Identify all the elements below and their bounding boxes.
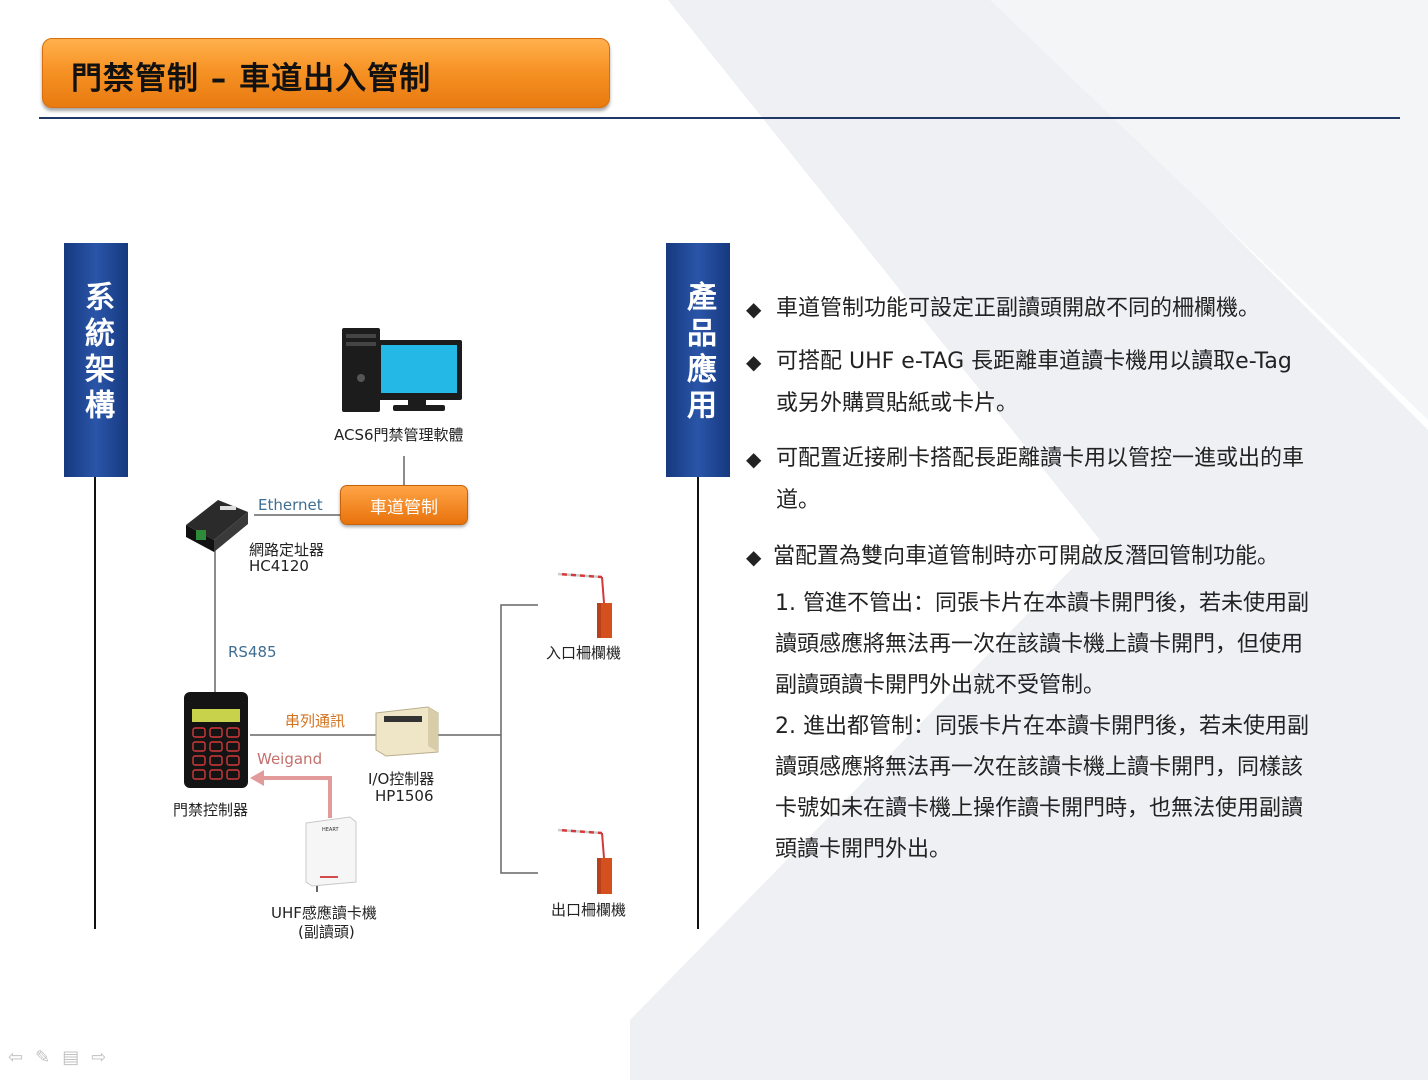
bullet-text: 當配置為雙向車道管制時亦可開啟反潛回管制功能。: [773, 544, 1280, 569]
entry-gate-label: 入口柵欄機: [546, 644, 622, 662]
right-section-line: [697, 477, 699, 929]
io-controller-icon: [375, 706, 439, 757]
bullet-text: 或另外購買貼紙或卡片。: [776, 391, 1019, 416]
title-banner: 門禁管制 – 車道出入管制: [42, 38, 610, 108]
tab-system-architecture: 系統架構: [64, 243, 128, 477]
connection-lines: [214, 456, 538, 874]
weigand-arrow: [250, 770, 332, 818]
access-controller-icon: [184, 692, 248, 788]
menu-icon[interactable]: ▤: [62, 1047, 80, 1068]
road-control-button: 車道管制: [340, 485, 468, 525]
sub-text: 卡號如未在讀卡機上操作讀卡開門時，也無法使用副讀: [775, 796, 1304, 821]
access-controller-label: 門禁控制器: [173, 801, 249, 819]
entry-gate-icon: [557, 572, 612, 638]
diamond-bullet-icon: ◆: [746, 350, 762, 374]
bullet-text: 可配置近接刷卡搭配長距離讀卡用以管控一進或出的車: [776, 446, 1305, 471]
sub-item-1: 1. 管進不管出：同張卡片在本讀卡開門後，若未使用副 讀頭感應將無法再一次在該讀…: [775, 583, 1365, 706]
bullet-item-2: ◆ 可搭配 UHF e-TAG 長距離車道讀卡機用以讀取e-Tag 或另外購買貼…: [746, 341, 1292, 425]
sub-item-2: 2. 進出都管制：同張卡片在本讀卡開門後，若未使用副 讀頭感應將無法再一次在該讀…: [775, 706, 1365, 870]
sub-text: 1. 管進不管出：同張卡片在本讀卡開門後，若未使用副: [775, 591, 1309, 616]
tab-product-application-label: 產品應用: [681, 281, 716, 425]
uhf-reader-label: UHF感應讀卡機: [271, 904, 377, 922]
network-addresser-icon: [186, 500, 248, 552]
exit-gate-icon: [557, 828, 612, 894]
bullet-item-4: ◆ 當配置為雙向車道管制時亦可開啟反潛回管制功能。: [746, 536, 1279, 578]
weigand-label: Weigand: [257, 750, 323, 768]
exit-gate-label: 出口柵欄機: [551, 901, 627, 919]
sub-text: 副讀頭讀卡開門外出就不受管制。: [775, 673, 1106, 698]
rs485-label: RS485: [228, 643, 277, 661]
uhf-reader-brand: HEART: [322, 827, 339, 833]
pen-icon[interactable]: ✎: [35, 1047, 51, 1068]
bullet-text: 道。: [776, 488, 821, 513]
sub-text: 2. 進出都管制：同張卡片在本讀卡開門後，若未使用副: [775, 714, 1309, 739]
bullet-text: 車道管制功能可設定正副讀頭開啟不同的柵欄機。: [776, 296, 1261, 321]
slideshow-nav: ⇦ ✎ ▤ ⇨: [8, 1047, 106, 1068]
bullet-text: 可搭配 UHF e-TAG 長距離車道讀卡機用以讀取e-Tag: [776, 349, 1292, 374]
tab-product-application: 產品應用: [666, 243, 730, 477]
diamond-bullet-icon: ◆: [746, 545, 762, 569]
network-addresser-label: 網路定址器: [249, 541, 325, 559]
tab-system-architecture-label: 系統架構: [79, 281, 114, 425]
bullet-item-3: ◆ 可配置近接刷卡搭配長距離讀卡用以管控一進或出的車 道。: [746, 438, 1304, 522]
bullet-item-1: ◆ 車道管制功能可設定正副讀頭開啟不同的柵欄機。: [746, 288, 1260, 330]
software-label: ACS6門禁管理軟體: [334, 426, 464, 444]
uhf-reader-sub-label: (副讀頭): [298, 923, 355, 941]
io-controller-model: HP1506: [375, 787, 434, 805]
diamond-bullet-icon: ◆: [746, 447, 762, 471]
uhf-reader-icon: HEART: [305, 816, 357, 892]
network-addresser-model: HC4120: [249, 557, 309, 575]
left-section-line: [94, 477, 96, 929]
serial-label: 串列通訊: [285, 712, 346, 730]
previous-slide-icon[interactable]: ⇦: [8, 1047, 24, 1068]
page-title: 門禁管制 – 車道出入管制: [71, 61, 432, 97]
sub-text: 讀頭感應將無法再一次在該讀卡機上讀卡開門，但使用: [775, 632, 1304, 657]
diamond-bullet-icon: ◆: [746, 297, 762, 321]
sub-text: 頭讀卡開門外出。: [775, 837, 952, 862]
title-divider: [39, 117, 1400, 119]
computer-icon: [342, 328, 462, 412]
io-controller-label: I/O控制器: [368, 770, 435, 788]
sub-text: 讀頭感應將無法再一次在該讀卡機上讀卡開門，同樣該: [775, 755, 1304, 780]
ethernet-label: Ethernet: [258, 496, 323, 514]
next-slide-icon[interactable]: ⇨: [91, 1047, 107, 1068]
